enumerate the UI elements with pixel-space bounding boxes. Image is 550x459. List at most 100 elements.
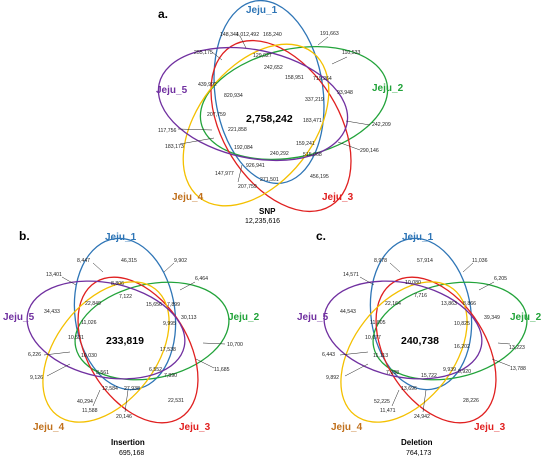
label-jeju-4: Jeju_4 (33, 422, 65, 433)
outer-number: 20,146 (116, 414, 132, 420)
region-value: 221,858 (228, 127, 247, 133)
region-value: 10,825 (454, 321, 470, 327)
outer-number: 6,443 (322, 352, 335, 358)
outer-number: 11,036 (472, 258, 488, 264)
outer-number: 6,226 (28, 352, 41, 358)
caption-total: 764,173 (406, 450, 431, 457)
outer-numbers: 1,012,492 191,663 110,533 242,209 290,14… (158, 31, 391, 190)
center-value: 240,738 (401, 335, 439, 347)
ellipse-jeju-4 (340, 281, 468, 423)
outer-number: 8,978 (374, 258, 387, 264)
region-value: 7,899 (167, 302, 180, 308)
region-value: 13,696 (401, 386, 417, 392)
label-jeju-1: Jeju_1 (105, 232, 137, 243)
ellipse-jeju-1 (73, 237, 177, 391)
outer-number: 183,173 (165, 144, 184, 150)
region-value: 7,122 (119, 294, 132, 300)
outer-number: 9,902 (174, 258, 187, 264)
caption-total: 695,168 (119, 450, 144, 457)
ellipse-jeju-4 (182, 43, 330, 207)
label-jeju-2: Jeju_2 (372, 83, 404, 94)
region-value: 439,992 (198, 82, 217, 88)
outer-number: 11,471 (380, 408, 396, 414)
region-value: 30,113 (181, 315, 197, 321)
region-value: 6,552 (149, 367, 162, 373)
region-value: 22,531 (168, 398, 184, 404)
outer-number: 11,588 (82, 408, 98, 414)
ellipses (323, 237, 528, 424)
region-value: 242,652 (264, 65, 283, 71)
region-value: 192,084 (234, 145, 253, 151)
region-value: 11,026 (81, 320, 97, 326)
label-jeju-4: Jeju_4 (172, 192, 204, 203)
label-jeju-5: Jeju_5 (156, 85, 188, 96)
panel-letter-b: b. (19, 229, 30, 243)
caption-title: SNP (259, 207, 276, 216)
caption-title: Deletion (401, 438, 433, 447)
region-value: 165,240 (263, 32, 282, 38)
set-labels: Jeju_1 Jeju_2 Jeju_3 Jeju_4 Jeju_5 (297, 232, 542, 433)
inner-numbers: 46,315 8,806 7,122 15,656 7,899 30,113 9… (44, 258, 197, 405)
panel-letter-a: a. (158, 7, 168, 21)
ellipses (157, 0, 389, 213)
set-labels: Jeju_1 Jeju_2 Jeju_3 Jeju_4 Jeju_5 (3, 232, 260, 433)
label-jeju-5: Jeju_5 (3, 312, 35, 323)
outer-numbers: 8,447 9,902 6,464 10,700 11,685 20,146 1… (28, 258, 243, 420)
outer-number: 117,756 (158, 128, 176, 134)
region-value: 10,030 (81, 353, 97, 359)
outer-number: 13,788 (510, 366, 526, 372)
region-value: 9,995 (163, 321, 176, 327)
ellipse-jeju-1 (213, 0, 325, 185)
outer-number: 8,447 (77, 258, 90, 264)
label-jeju-4: Jeju_4 (331, 422, 363, 433)
outer-number: 1,012,492 (236, 32, 259, 38)
region-value: 456,195 (310, 174, 329, 180)
panel-letter-c: c. (316, 229, 326, 243)
region-value: 8,866 (463, 301, 476, 307)
region-value: 515,068 (303, 152, 322, 158)
region-value: 13,863 (441, 301, 457, 307)
region-value: 8,920 (458, 369, 471, 375)
region-value: 10,531 (68, 335, 84, 341)
outer-number: 9,892 (326, 375, 339, 381)
region-value: 39,349 (484, 315, 500, 321)
outer-number: 9,126 (30, 375, 43, 381)
inner-numbers: 165,240 129,027 242,652 158,951 719,264 … (198, 32, 353, 183)
set-labels: Jeju_1 Jeju_2 Jeju_3 Jeju_4 Jeju_5 (156, 5, 404, 203)
region-value: 8,561 (96, 370, 109, 376)
region-value: 8,806 (111, 281, 124, 287)
label-jeju-1: Jeju_1 (402, 232, 434, 243)
region-value: 10,080 (405, 280, 421, 286)
region-value: 183,471 (303, 118, 322, 124)
arrows (43, 262, 226, 413)
label-jeju-1: Jeju_1 (246, 5, 278, 16)
center-value: 2,758,242 (246, 113, 293, 125)
panel-insertion: b. Jeju_1 Jeju_2 Jeju_3 Jeju_4 Jeju_5 23… (3, 229, 260, 457)
panel-snp: a. Jeju_1 Jeju_2 Jeju_3 Jeju_4 Jeju_5 2,… (156, 0, 404, 225)
caption-title: Insertion (111, 438, 145, 447)
ellipse-jeju-3 (210, 39, 352, 213)
region-value: 12,584 (102, 386, 118, 392)
region-value: 9,939 (443, 367, 456, 373)
ellipse-jeju-5 (157, 46, 349, 162)
outer-number: 24,942 (414, 414, 430, 420)
region-value: 22,164 (385, 301, 401, 307)
label-jeju-3: Jeju_3 (322, 192, 354, 203)
region-value: 11,805 (370, 320, 386, 326)
region-value: 337,219 (305, 97, 324, 103)
outer-number: 255,175 (194, 50, 213, 56)
outer-number: 10,700 (227, 342, 243, 348)
region-value: 719,264 (313, 76, 332, 82)
label-jeju-2: Jeju_2 (510, 312, 542, 323)
outer-number: 13,223 (509, 345, 525, 351)
region-value: 207,759 (207, 112, 226, 118)
ellipse-jeju-1 (369, 237, 473, 391)
ellipses (26, 237, 230, 424)
outer-number: 290,146 (360, 148, 379, 154)
label-jeju-3: Jeju_3 (474, 422, 506, 433)
region-value: 158,951 (285, 75, 304, 81)
outer-number: 13,401 (46, 272, 62, 278)
region-value: 34,433 (44, 309, 60, 315)
outer-number: 148,344 (220, 32, 239, 38)
